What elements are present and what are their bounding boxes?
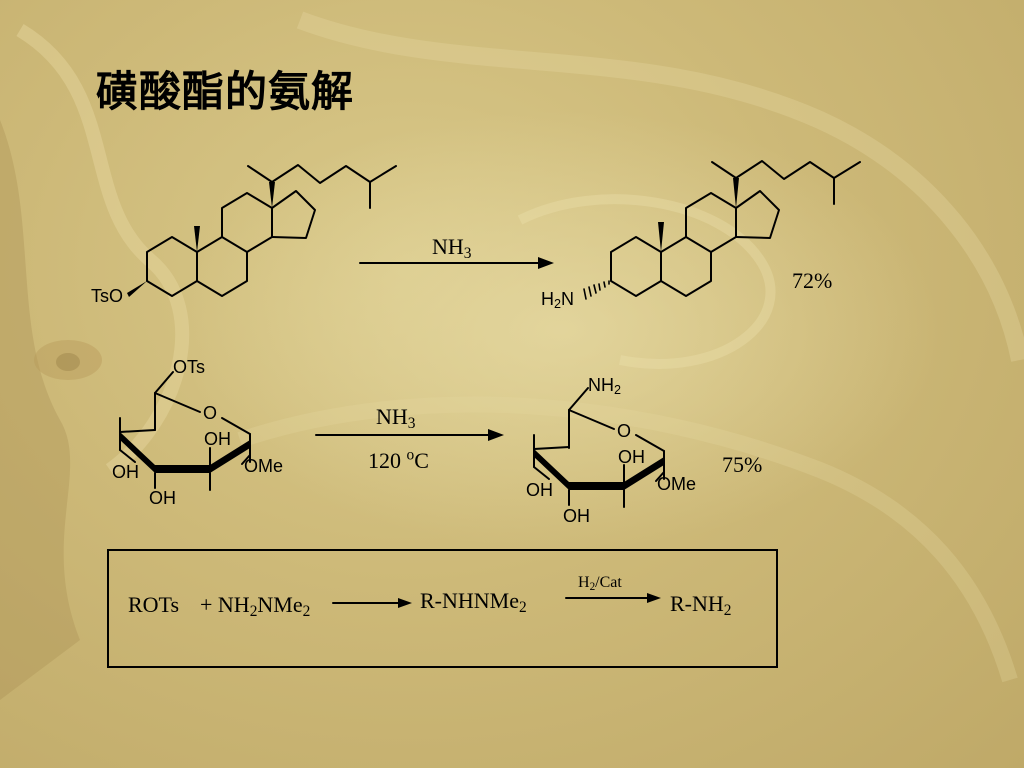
- catalyst-h: H: [578, 574, 590, 591]
- steroid-tosylate-structure: [127, 164, 397, 297]
- product-main: R-NH: [670, 591, 724, 616]
- reaction2-reagent-main: NH: [376, 404, 408, 429]
- reaction1-reagent-main: NH: [432, 234, 464, 259]
- product-nh-sub: 2: [614, 383, 622, 398]
- product-amine-label: H2N: [541, 289, 575, 312]
- hydrazine-main: + NH: [200, 592, 250, 617]
- hydrazine-sub1: 2: [249, 602, 258, 620]
- hydrazine-sub2: 2: [302, 602, 311, 620]
- reaction2-reagent: NH3: [376, 404, 415, 432]
- product-ring-oxygen: O: [617, 421, 632, 441]
- equation-catalyst: H2/Cat: [578, 574, 622, 593]
- equation-box: [107, 549, 778, 668]
- product-oh-bottom: OH: [563, 506, 590, 526]
- reaction2-yield: 75%: [722, 452, 763, 477]
- sugar-ome: OMe: [244, 456, 284, 476]
- slide-title: 磺酸酯的氨解: [96, 67, 355, 116]
- product-nh2-label: NH2: [588, 375, 622, 398]
- sugar-ots-label: OTs: [173, 357, 206, 377]
- conditions-temp: 120: [368, 448, 407, 473]
- product-nh: NH: [588, 375, 614, 395]
- equation-reactant: ROTs: [128, 592, 180, 617]
- reaction2-reagent-sub: 3: [407, 414, 416, 432]
- reaction1-yield: 72%: [792, 268, 833, 293]
- hydrazine-tail: NMe: [257, 592, 303, 617]
- reaction1-reagent: NH3: [432, 234, 471, 262]
- product-sub: 2: [723, 601, 732, 619]
- product-oh-left: OH: [526, 480, 553, 500]
- glucoside-amine-structure: [533, 387, 665, 508]
- reaction1-reagent-sub: 3: [463, 244, 472, 262]
- sugar-ring-oxygen: O: [203, 403, 218, 423]
- product-ome: OMe: [657, 474, 697, 494]
- product-oh-axial: OH: [618, 447, 645, 467]
- conditions-degree: o: [406, 446, 415, 464]
- amine-n: N: [561, 289, 575, 309]
- tosylate-label: TsO: [91, 286, 124, 306]
- sugar-oh-left: OH: [112, 462, 139, 482]
- glucoside-tosylate-structure: [119, 371, 251, 491]
- intermediate-main: R-NHNMe: [420, 588, 519, 613]
- sugar-oh-axial: OH: [204, 429, 231, 449]
- amine-sub: 2: [554, 297, 562, 312]
- reaction2-conditions: 120 oC: [368, 446, 429, 473]
- sugar-oh-bottom: OH: [149, 488, 176, 508]
- conditions-unit: C: [414, 448, 429, 473]
- catalyst-tail: /Cat: [595, 574, 622, 591]
- equation-product: R-NH2: [670, 591, 731, 619]
- intermediate-sub: 2: [519, 598, 527, 616]
- amine-h: H: [541, 289, 554, 309]
- steroid-amine-structure: [583, 160, 861, 300]
- equation-hydrazine: + NH2NMe2: [200, 592, 310, 620]
- equation-intermediate: R-NHNMe2: [420, 588, 527, 616]
- catalyst-sub: 2: [589, 580, 596, 593]
